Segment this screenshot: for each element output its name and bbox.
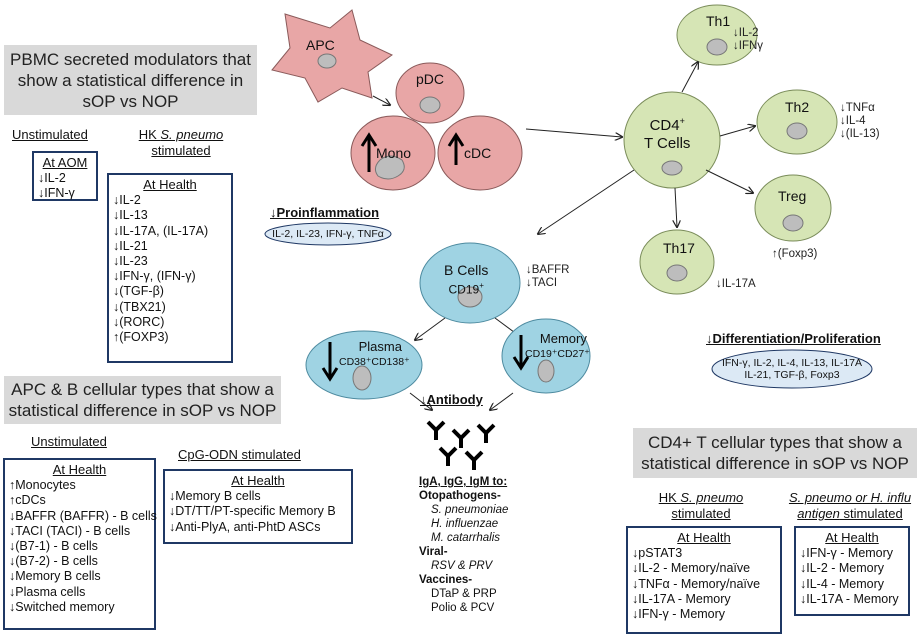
th1-cell xyxy=(676,4,758,66)
cd4-hk-header: HK S. pneumo stimulated xyxy=(658,490,744,521)
mono-label: Mono xyxy=(376,145,412,161)
treg-cell xyxy=(754,174,832,242)
bcell-label: B Cells CD19+ xyxy=(444,262,489,297)
plasma-down-arrow xyxy=(321,342,339,382)
cdc-up-arrow xyxy=(447,132,465,165)
apc-b-unstim-header: Unstimulated xyxy=(31,434,107,449)
cd4-title-box: CD4+ T cellular types that show a statis… xyxy=(633,428,917,478)
plasma-label: Plasma CD38⁺CD138⁺ xyxy=(339,339,410,369)
proinflammation-label: ↓Proinflammation xyxy=(270,205,380,220)
antibody-icons xyxy=(426,420,496,470)
th1-label: Th1 xyxy=(706,13,731,29)
mono-up-arrow xyxy=(360,132,378,172)
apc-b-cpg-box: At Health ↓Memory B cells ↓DT/TT/PT-spec… xyxy=(163,469,353,544)
proinflammation-ellipse xyxy=(264,222,392,246)
memory-b-cell xyxy=(501,318,591,394)
th17-cell xyxy=(639,229,715,295)
treg-annotation: ↑(Foxp3) xyxy=(772,248,818,260)
pbmc-title-box: PBMC secreted modulators that show a sta… xyxy=(4,45,257,115)
mono-cell xyxy=(350,115,436,191)
cdc-label: cDC xyxy=(464,145,492,161)
plasma-cell xyxy=(305,330,423,400)
treg-label: Treg xyxy=(778,188,807,204)
differentiation-label: ↓Differentiation/Proliferation xyxy=(706,331,881,346)
th17-label: Th17 xyxy=(663,240,695,256)
th17-annotation: ↓IL-17A xyxy=(716,278,756,290)
bcell-annotation: ↓BAFFR↓TACI xyxy=(526,264,570,289)
cd4-label: CD4+ T Cells xyxy=(644,116,691,152)
th2-annotation: ↓TNFα↓IL-4↓(IL-13) xyxy=(840,102,880,140)
apc-b-unstim-box: At Health ↑Monocytes ↑cDCs ↓BAFFR (BAFFR… xyxy=(3,458,157,630)
th2-label: Th2 xyxy=(785,99,810,115)
antibody-targets: IgA, IgG, IgM to: Otopathogens- S. pneum… xyxy=(419,476,509,614)
apc-b-cpg-header: CpG-ODN stimulated xyxy=(178,447,301,462)
apc-label: APC xyxy=(306,37,335,53)
pdc-label: pDC xyxy=(416,71,445,87)
cd4-ag-box: At Health ↓IFN-γ - Memory ↓IL-2 - Memory… xyxy=(794,526,910,616)
differentiation-ellipse xyxy=(711,349,873,389)
cd4-hk-box: At Health ↓pSTAT3 ↓IL-2 - Memory/naïve ↓… xyxy=(626,526,782,634)
pdc-cell xyxy=(395,62,465,124)
pbmc-health-box: At Health ↓IL-2 ↓IL-13 ↓IL-17A, (IL-17A)… xyxy=(107,173,233,363)
proinflammation-contents: IL-2, IL-23, IFN-γ, TNFα xyxy=(272,228,384,240)
th1-annotation: ↓IL-2↓IFNγ xyxy=(733,27,764,52)
b-cell xyxy=(419,242,521,324)
pbmc-aom-box: At AOM ↓IL-2 ↓IFN-γ xyxy=(32,151,98,201)
th2-cell xyxy=(756,89,838,155)
cdc-cell xyxy=(437,115,523,191)
apc-b-title-box: APC & B cellular types that show a stati… xyxy=(4,376,281,424)
memory-label: Memory CD19⁺CD27⁺ xyxy=(525,331,590,361)
pbmc-unstim-header: Unstimulated xyxy=(12,127,88,142)
cd4-ag-header: S. pneumo or H. influ antigen stimulated xyxy=(788,490,912,521)
cd4-tcell xyxy=(623,91,721,189)
memory-down-arrow xyxy=(512,335,530,371)
antibody-label: ↓Antibody xyxy=(420,392,483,407)
pbmc-hk-header: HK S. pneumo stimulated xyxy=(138,127,224,158)
